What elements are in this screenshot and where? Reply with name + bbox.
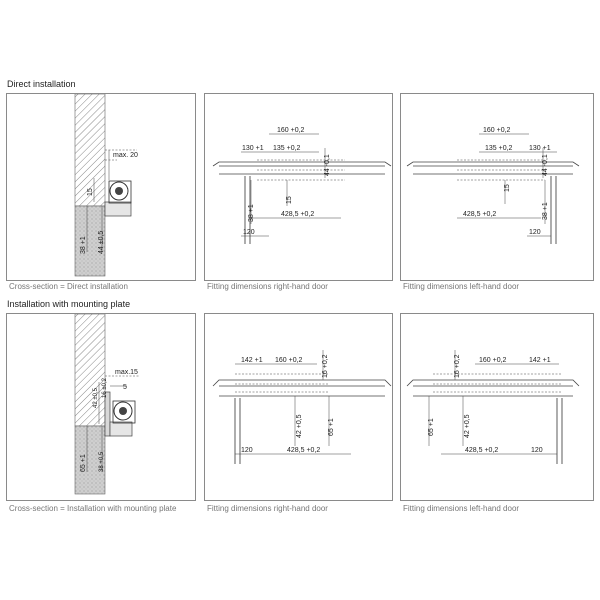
label-160: 160 +0,2 xyxy=(277,127,305,134)
panel-fitting-left-direct: 160 +0,2 135 +0,2 130 +1 44 -0,1 15 428,… xyxy=(400,93,594,291)
cross-section-direct-drawing: max. 20 15 38 +1 44 ±0,5 xyxy=(74,94,138,277)
label-42: 42 +0,5 xyxy=(296,414,303,438)
panel-fitting-right-plate: 142 +1 160 +0,2 16 +0,2 42 +0,5 65 +1 12… xyxy=(204,313,393,513)
closer-body xyxy=(104,201,132,217)
panel-cross-section-direct: max. 20 15 38 +1 44 ±0,5 Cross-section =… xyxy=(6,93,196,291)
label-65: 65 +1 xyxy=(80,454,87,472)
label-max-15: max.15 xyxy=(115,369,138,376)
panel-fitting-left-plate: 160 +0,2 142 +1 16 +0,2 65 +1 42 +0,5 42… xyxy=(400,313,594,513)
label-160: 160 +0,2 xyxy=(483,127,511,134)
door-frame xyxy=(74,205,106,277)
label-428: 428,5 +0,2 xyxy=(281,211,314,218)
label-5: 5 xyxy=(123,384,127,391)
door-frame xyxy=(74,425,106,495)
label-44: 44 -0,1 xyxy=(542,154,549,176)
label-160: 160 +0,2 xyxy=(275,357,303,364)
label-135: 135 +0,2 xyxy=(273,145,301,152)
label-65: 65 +1 xyxy=(328,418,335,436)
label-16: 16 +0,2 xyxy=(454,354,461,378)
panel-fitting-right-direct: 160 +0,2 130 +1 135 +0,2 44 -0,1 15 38 +… xyxy=(204,93,393,291)
fitting-left-direct-drawing: 160 +0,2 135 +0,2 130 +1 44 -0,1 15 428,… xyxy=(406,127,580,244)
label-38: 38 +0,5 xyxy=(99,451,105,472)
label-142: 142 +1 xyxy=(529,357,551,364)
caption-fitting-right-direct: Fitting dimensions right-hand door xyxy=(207,282,328,291)
label-38: 38 +1 xyxy=(542,202,549,220)
mounting-plate xyxy=(104,391,111,437)
label-65: 65 +1 xyxy=(428,418,435,436)
fitting-right-direct-drawing: 160 +0,2 130 +1 135 +0,2 44 -0,1 15 38 +… xyxy=(212,127,392,244)
label-max-20: max. 20 xyxy=(113,152,138,159)
label-15: 15 xyxy=(286,196,293,204)
caption-fitting-left-plate: Fitting dimensions left-hand door xyxy=(403,504,520,513)
label-130: 130 +1 xyxy=(529,145,551,152)
label-16: 16 +0,2 xyxy=(322,354,329,378)
wall-section xyxy=(74,314,106,427)
label-15: 15 xyxy=(87,188,94,196)
label-120: 120 xyxy=(531,447,543,454)
label-428: 428,5 +0,2 xyxy=(287,447,320,454)
wall-section xyxy=(74,94,106,207)
caption-cross-section-plate: Cross-section = Installation with mounti… xyxy=(9,504,177,513)
section-title-plate: Installation with mounting plate xyxy=(7,299,131,309)
label-120: 120 xyxy=(243,229,255,236)
label-38: 38 +1 xyxy=(248,204,255,222)
caption-fitting-left-direct: Fitting dimensions left-hand door xyxy=(403,282,520,291)
label-44: 44 -0,1 xyxy=(324,154,331,176)
label-135: 135 +0,2 xyxy=(485,145,513,152)
label-44: 44 ±0,5 xyxy=(98,231,105,254)
cross-section-plate-drawing: max.15 5 42 ±0,5 16 ±0,2 65 +1 38 +0,5 xyxy=(74,314,139,495)
label-42: 42 +0,5 xyxy=(464,414,471,438)
label-130: 130 +1 xyxy=(242,145,264,152)
label-120: 120 xyxy=(529,229,541,236)
label-15: 15 xyxy=(504,184,511,192)
section-title-direct: Direct installation xyxy=(7,79,76,89)
label-142: 142 +1 xyxy=(241,357,263,364)
caption-fitting-right-plate: Fitting dimensions right-hand door xyxy=(207,504,328,513)
label-16: 16 ±0,2 xyxy=(102,377,108,398)
fitting-right-plate-drawing: 142 +1 160 +0,2 16 +0,2 42 +0,5 65 +1 12… xyxy=(212,350,392,464)
caption-cross-section-direct: Cross-section = Direct installation xyxy=(9,282,128,291)
label-120: 120 xyxy=(241,447,253,454)
label-160: 160 +0,2 xyxy=(479,357,507,364)
label-428: 428,5 +0,2 xyxy=(463,211,496,218)
fitting-left-plate-drawing: 160 +0,2 142 +1 16 +0,2 65 +1 42 +0,5 42… xyxy=(406,350,580,464)
pinion-axle xyxy=(119,407,127,415)
panel-cross-section-plate: max.15 5 42 ±0,5 16 ±0,2 65 +1 38 +0,5 C… xyxy=(6,313,196,513)
label-42: 42 ±0,5 xyxy=(93,387,99,408)
label-428: 428,5 +0,2 xyxy=(465,447,498,454)
closer-body xyxy=(109,421,133,437)
pinion-axle xyxy=(115,187,123,195)
label-38: 38 +1 xyxy=(80,236,87,254)
